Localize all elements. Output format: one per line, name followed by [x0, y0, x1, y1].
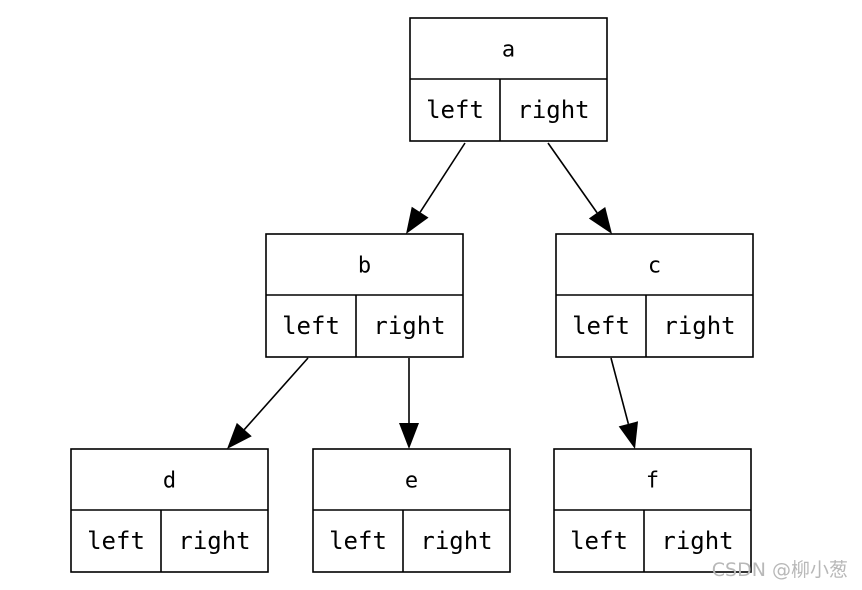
right-field-label: right [420, 527, 492, 555]
left-field-label: left [329, 527, 387, 555]
node-d: d left right [70, 448, 269, 573]
node-b: b left right [265, 233, 464, 358]
edge-c-f [610, 357, 639, 449]
edge-b-d [227, 357, 309, 449]
watermark: CSDN @柳小葱 [711, 559, 848, 581]
edge-line [419, 142, 466, 213]
left-field-label: left [570, 527, 628, 555]
right-field-label: right [663, 312, 735, 340]
right-field-label: right [178, 527, 250, 555]
edge-line [243, 357, 309, 431]
edge-a-b [406, 142, 466, 234]
edge-line [610, 357, 630, 425]
right-field-label: right [373, 312, 445, 340]
left-field-label: left [426, 96, 484, 124]
right-field-label: right [517, 96, 589, 124]
edge-b-e [399, 358, 419, 449]
edges-layer [227, 142, 639, 449]
edge-line [547, 142, 598, 214]
node-label: b [358, 254, 371, 279]
node-label: c [648, 254, 661, 279]
node-c: c left right [555, 233, 754, 358]
nodes-layer: a left right b left right c left right d left right… [70, 17, 754, 573]
node-f: f left right [553, 448, 752, 573]
node-label: d [163, 469, 176, 494]
arrowhead [406, 206, 429, 234]
node-label: e [405, 469, 418, 494]
arrowhead [399, 423, 419, 449]
arrowhead [618, 421, 639, 449]
node-e: e left right [312, 448, 511, 573]
edge-a-c [547, 142, 612, 234]
arrowhead [588, 206, 612, 234]
node-label: a [502, 38, 515, 63]
left-field-label: left [87, 527, 145, 555]
left-field-label: left [282, 312, 340, 340]
arrowhead [227, 422, 252, 449]
node-a: a left right [409, 17, 608, 142]
right-field-label: right [661, 527, 733, 555]
left-field-label: left [572, 312, 630, 340]
node-label: f [646, 469, 659, 494]
